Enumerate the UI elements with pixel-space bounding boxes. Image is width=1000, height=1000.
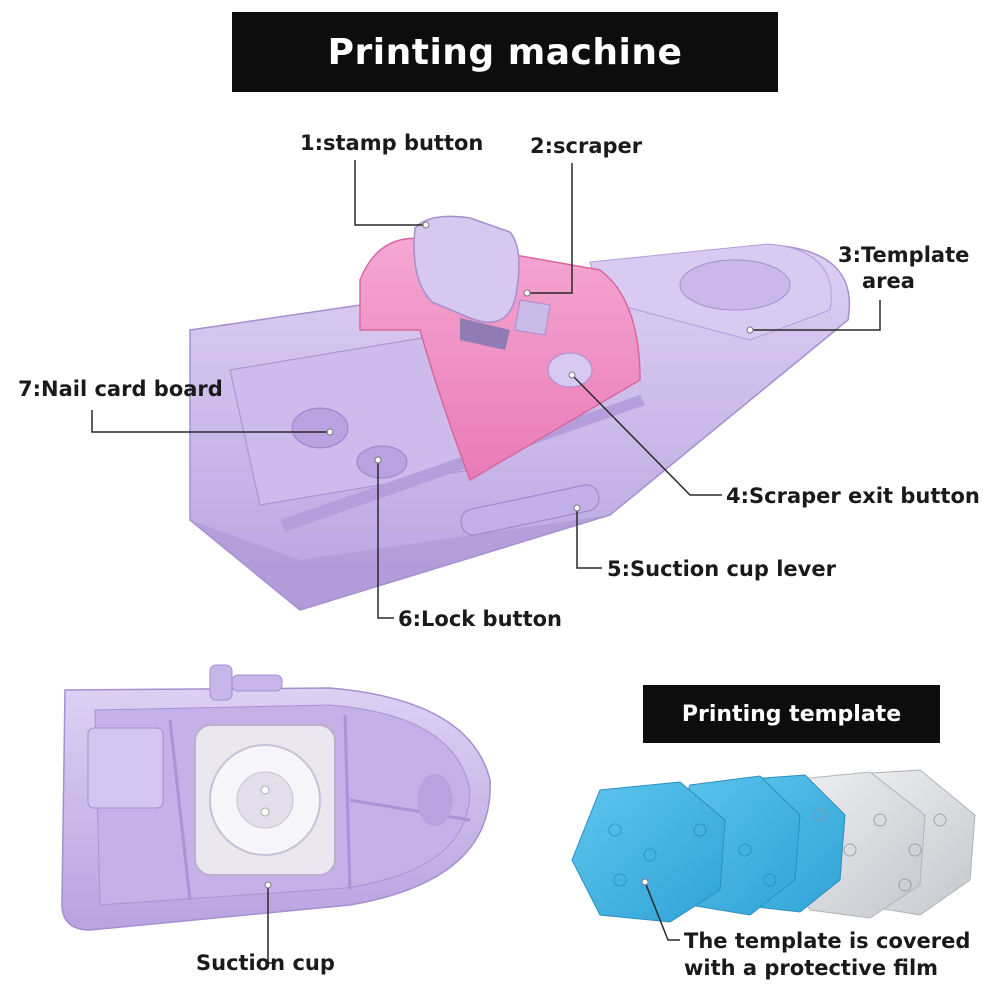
template-area bbox=[589, 243, 832, 341]
lock-button bbox=[356, 445, 408, 479]
callout-leaders bbox=[91, 160, 881, 619]
nail-card-board bbox=[229, 334, 471, 506]
machine-underside bbox=[61, 664, 491, 964]
callout-scraper: 2:scraper bbox=[530, 134, 643, 158]
printing-machine bbox=[189, 215, 851, 611]
callout-template-area-line1: 3:Template bbox=[838, 243, 970, 267]
callout-suction-cup-lever: 5:Suction cup lever bbox=[607, 557, 836, 581]
template-section-title: Printing template bbox=[643, 685, 940, 743]
callout-lock-button: 6:Lock button bbox=[398, 607, 562, 631]
callout-stamp-button: 1:stamp button bbox=[300, 131, 484, 155]
callout-suction-cup: Suction cup bbox=[196, 951, 335, 975]
page-title: Printing machine bbox=[232, 12, 778, 92]
callout-template-area-line2: area bbox=[862, 269, 915, 293]
template-note-line1: The template is covered bbox=[684, 929, 971, 953]
stamp-button bbox=[413, 215, 520, 350]
scraper-exit-button bbox=[547, 352, 593, 388]
template-note-line2: with a protective film bbox=[684, 956, 939, 980]
callout-nail-card-board: 7:Nail card board bbox=[18, 377, 223, 401]
printing-templates bbox=[571, 769, 976, 941]
suction-cup bbox=[194, 724, 336, 876]
suction-cup-lever bbox=[460, 484, 600, 536]
callout-scraper-exit-button: 4:Scraper exit button bbox=[726, 484, 980, 508]
